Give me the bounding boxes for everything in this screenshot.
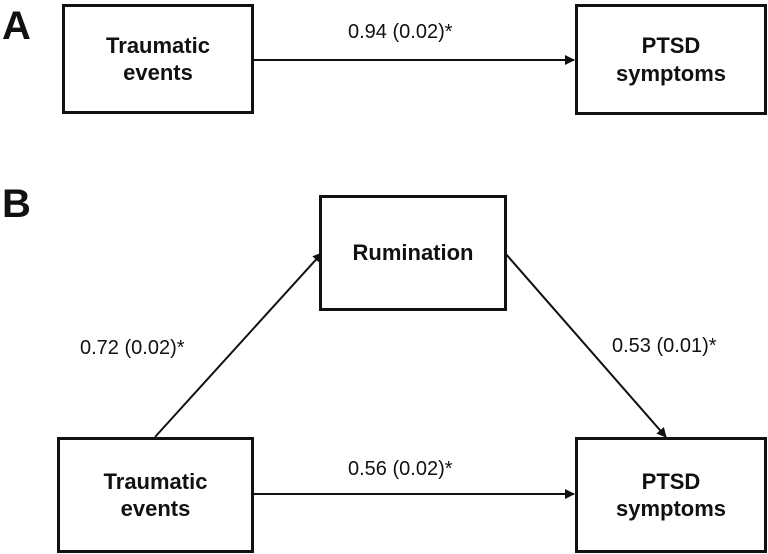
panel-b-ptsd-symptoms-box: PTSD symptoms [575,437,767,553]
arrow-b-events-to-rumination [154,252,323,438]
panel-b-ptsd-symptoms-label: PTSD symptoms [615,468,727,522]
panel-b-events-to-rumination-coefficient: 0.72 (0.02)* [80,337,185,359]
panel-a-ptsd-symptoms-box: PTSD symptoms [575,4,767,115]
panel-b-traumatic-events-box: Traumatic events [57,437,254,553]
panel-b-rumination-box: Rumination [319,195,507,311]
panel-b-rumination-label: Rumination [352,240,474,266]
panel-a-total-effect-coefficient: 0.94 (0.02)* [348,21,453,43]
panel-a-letter: A [2,4,31,48]
panel-b-letter: B [2,182,31,226]
panel-a-traumatic-events-label: Traumatic events [106,32,210,86]
arrow-b-rumination-to-ptsd [504,252,667,438]
panel-b-direct-effect-coefficient: 0.56 (0.02)* [348,458,453,480]
panel-b-rumination-to-ptsd-coefficient: 0.53 (0.01)* [612,335,717,357]
panel-a-ptsd-symptoms-label: PTSD symptoms [615,33,727,86]
panel-a-traumatic-events-box: Traumatic events [62,4,254,114]
panel-b-traumatic-events-label: Traumatic events [103,468,208,522]
